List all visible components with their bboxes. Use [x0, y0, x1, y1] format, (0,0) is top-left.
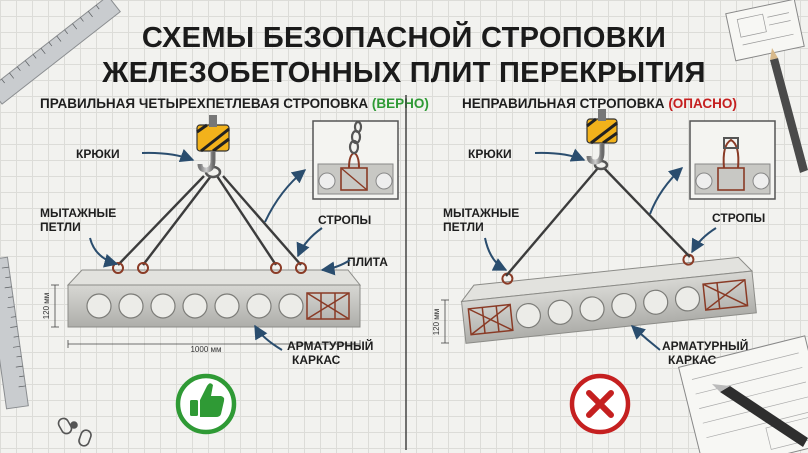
left-detail-inset [312, 120, 399, 200]
right-rebar-label-line-2: КАРКАС [668, 353, 717, 367]
ruler-top-left [0, 0, 121, 105]
right-verdict-text: (ОПАСНО) [668, 96, 737, 111]
page-title-line-2: ЖЕЛЕЗОБЕТОННЫХ ПЛИТ ПЕРЕКРЫТИЯ [102, 57, 706, 89]
right-detail-inset [689, 120, 776, 200]
right-crane-hook [586, 109, 618, 165]
pencil-right [770, 48, 808, 173]
pen-bottom-right [712, 384, 808, 447]
right-rebar-cage-left [467, 303, 514, 336]
left-slings-label: СТРОПЫ [318, 213, 371, 227]
right-slings-label: СТРОПЫ [712, 211, 765, 225]
left-height-dimension: 120 мм [42, 293, 51, 320]
left-rebar-label-line-2: КАРКАС [292, 353, 341, 367]
right-panel-heading: НЕПРАВИЛЬНАЯ СТРОПОВКА (ОПАСНО) [462, 96, 737, 111]
right-heading-text: НЕПРАВИЛЬНАЯ СТРОПОВКА [462, 96, 665, 111]
left-verdict-text: (ВЕРНО) [371, 96, 429, 111]
right-rebar-cage-right [702, 278, 749, 311]
right-height-dimension: 120 мм [432, 309, 441, 336]
left-width-dimension: 1000 мм [190, 345, 221, 354]
left-crane-hook [196, 115, 230, 173]
left-diagram: 120 мм 1000 мм КРЮКИ МЫТАЖНЫЕ ПЕТЛИ СТРО… [40, 115, 399, 435]
thumbs-up-icon [190, 383, 225, 417]
left-verdict-badge [175, 373, 237, 435]
paper-clips [57, 417, 92, 447]
left-loops-label-line-2: ПЕТЛИ [40, 220, 81, 234]
left-panel-heading: ПРАВИЛЬНАЯ ЧЕТЫРЕХПЕТЛЕВАЯ СТРОПОВКА (ВЕ… [40, 96, 429, 111]
blueprint-sheets-top-right [725, 0, 805, 62]
cross-icon [586, 390, 614, 418]
left-rebar-label-line-1: АРМАТУРНЫЙ [287, 338, 373, 353]
left-loops-label-line-1: МЫТАЖНЫЕ [40, 206, 116, 220]
right-diagram: 120 мм КРЮКИ МЫТАЖНЫЕ ПЕТЛИ СТРОПЫ АРМАТ… [432, 109, 776, 435]
left-heading-text: ПРАВИЛЬНАЯ ЧЕТЫРЕХПЕТЛЕВАЯ СТРОПОВКА [40, 96, 369, 111]
right-loops-label-line-1: МЫТАЖНЫЕ [443, 206, 519, 220]
right-rebar-label-line-1: АРМАТУРНЫЙ [662, 338, 748, 353]
left-hooks-label: КРЮКИ [76, 147, 120, 161]
page-title-line-1: СХЕМЫ БЕЗОПАСНОЙ СТРОПОВКИ [141, 22, 667, 54]
right-hooks-label: КРЮКИ [468, 147, 512, 161]
right-loops-label-line-2: ПЕТЛИ [443, 220, 484, 234]
left-rebar-cage [306, 292, 350, 320]
left-slab-label: ПЛИТА [347, 255, 388, 269]
right-verdict-badge [569, 373, 631, 435]
ruler-left [0, 256, 29, 410]
